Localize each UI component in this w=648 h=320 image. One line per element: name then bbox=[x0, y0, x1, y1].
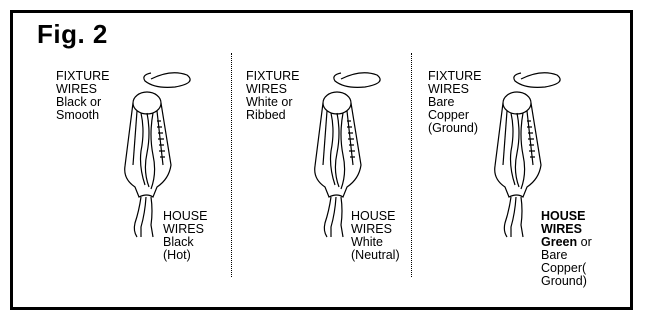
house-wires-label-3: HOUSE WIRES Green or Bare Copper( Ground… bbox=[541, 209, 592, 288]
house-wires-label-1: HOUSE WIRES Black (Hot) bbox=[163, 209, 208, 262]
fixture-wires-label-3: FIXTURE WIRES Bare Copper (Ground) bbox=[428, 69, 482, 135]
figure-frame: Fig. 2 FIXTURE WIRES Black or Smooth HOU… bbox=[10, 10, 633, 310]
panel-divider-2 bbox=[411, 53, 412, 277]
wire-connector-2 bbox=[314, 72, 381, 238]
figure-title: Fig. 2 bbox=[37, 19, 108, 49]
panel-divider-1 bbox=[231, 53, 232, 277]
fixture-wires-label-1: FIXTURE WIRES Black or Smooth bbox=[56, 69, 110, 122]
fixture-wires-label-2: FIXTURE WIRES White or Ribbed bbox=[246, 69, 300, 122]
wire-connector-1 bbox=[124, 72, 191, 238]
house-wires-label-2: HOUSE WIRES White (Neutral) bbox=[351, 209, 400, 262]
wire-connector-3 bbox=[494, 72, 561, 238]
